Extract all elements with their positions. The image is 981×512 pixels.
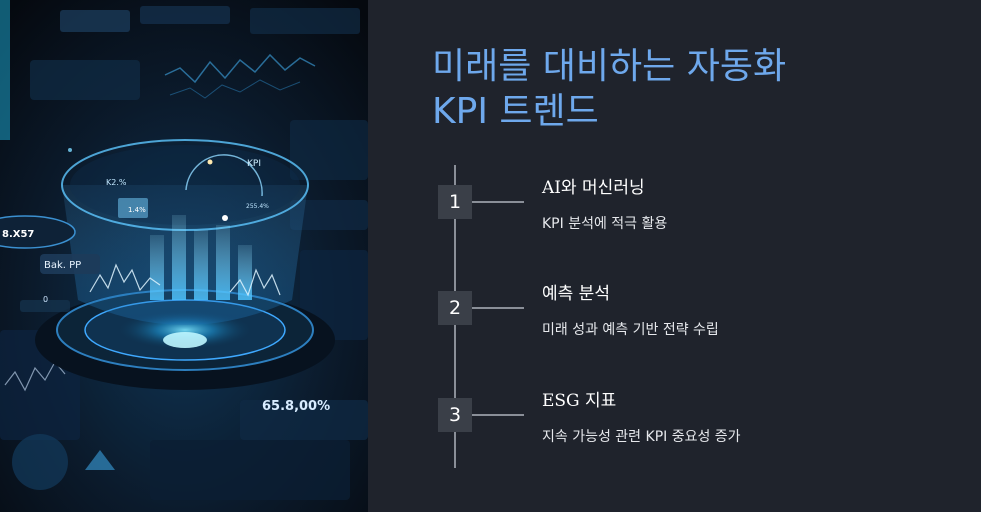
step-connector <box>472 307 524 309</box>
timeline-step-1: 1 AI와 머신러닝 KPI 분석에 적극 활용 <box>438 178 938 275</box>
hero-label-percent-small: 255.4% <box>246 203 269 210</box>
step-title: AI와 머신러닝 <box>542 178 645 198</box>
title-line-1: 미래를 대비하는 자동화 <box>432 46 787 87</box>
hero-label-kpi: KPI <box>247 159 261 169</box>
hero-label-metric-b: Bak. PP <box>44 260 81 271</box>
step-number-badge: 3 <box>438 398 472 432</box>
hero-image: KPI K2.% 1.4% 255.4% 8.X57 Bak. PP 0 65.… <box>0 0 368 512</box>
hero-label-metric-c: 65.8,00% <box>262 399 330 414</box>
timeline-step-3: 3 ESG 지표 지속 가능성 관련 KPI 중요성 증가 <box>438 391 938 488</box>
hero-label-zero: 0 <box>43 295 48 304</box>
step-title: 예측 분석 <box>542 284 610 304</box>
content-panel: 미래를 대비하는 자동화 KPI 트렌드 1 AI와 머신러닝 KPI 분석에 … <box>368 0 981 512</box>
page-title: 미래를 대비하는 자동화 KPI 트렌드 <box>432 44 952 134</box>
step-number-badge: 2 <box>438 291 472 325</box>
step-description: 지속 가능성 관련 KPI 중요성 증가 <box>542 429 741 445</box>
hero-label-k2: K2.% <box>106 178 127 187</box>
step-description: 미래 성과 예측 기반 전략 수립 <box>542 322 719 338</box>
timeline-step-2: 2 예측 분석 미래 성과 예측 기반 전략 수립 <box>438 284 938 381</box>
step-number-badge: 1 <box>438 185 472 219</box>
step-connector <box>472 414 524 416</box>
hero-label-pct: 1.4% <box>128 206 146 214</box>
step-description: KPI 분석에 적극 활용 <box>542 216 668 232</box>
hero-label-metric-a: 8.X57 <box>2 229 34 240</box>
step-connector <box>472 201 524 203</box>
step-title: ESG 지표 <box>542 391 617 411</box>
title-line-2: KPI 트렌드 <box>432 91 599 132</box>
hero-illustration: KPI K2.% 1.4% 255.4% 8.X57 Bak. PP 0 65.… <box>0 0 368 512</box>
